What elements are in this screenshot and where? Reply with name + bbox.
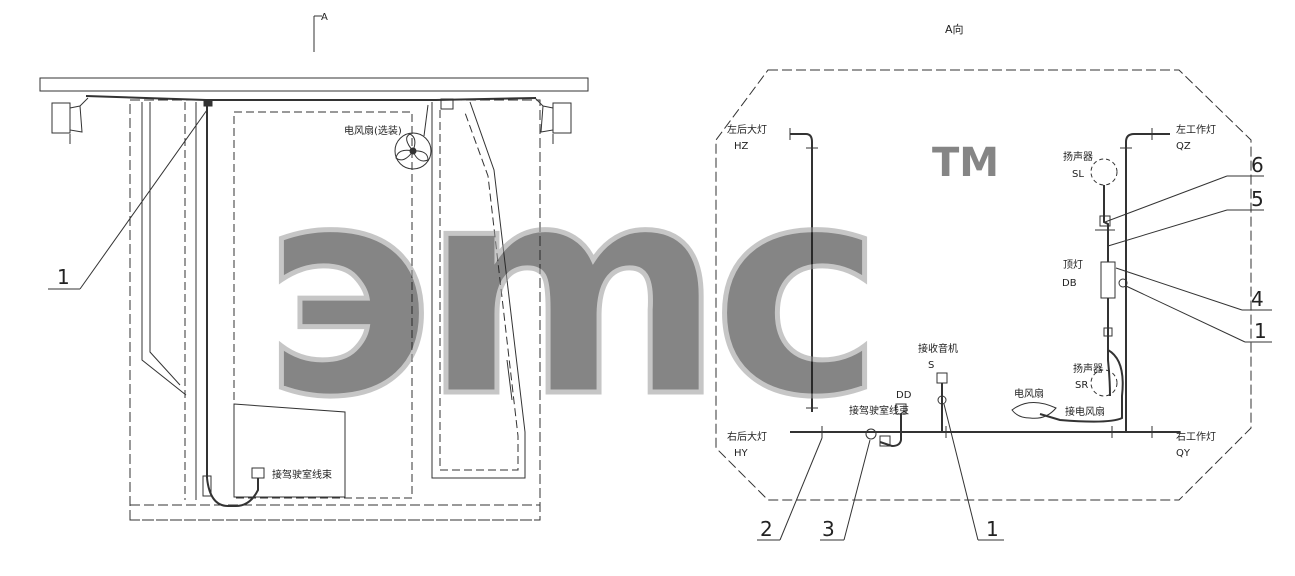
callout-1b-leader bbox=[1125, 285, 1246, 343]
right-door-hidden bbox=[439, 109, 519, 471]
door-handle bbox=[506, 359, 513, 401]
cab-harness-label: 接驾驶室线束 bbox=[849, 404, 909, 417]
callout-1b-label: 1 bbox=[1254, 319, 1267, 343]
speaker-sr-icon bbox=[1090, 369, 1118, 397]
radio-code: S bbox=[928, 360, 934, 371]
speaker-sr-code: SR bbox=[1075, 380, 1088, 391]
fan-label: 电风扇 bbox=[1014, 387, 1044, 400]
roof-outline-hidden bbox=[715, 69, 1252, 501]
callout-6-leader bbox=[1104, 175, 1228, 223]
callout-4-label: 4 bbox=[1251, 287, 1264, 311]
sl-cable bbox=[1103, 185, 1109, 262]
right-rear-lamp-icon bbox=[534, 97, 572, 144]
view-a-title: A向 bbox=[945, 22, 964, 36]
section-marker-label: A bbox=[321, 12, 328, 23]
left-frame bbox=[141, 102, 187, 396]
speaker-sl-label: 扬声器 bbox=[1063, 150, 1093, 163]
callout-3-label: 3 bbox=[822, 517, 835, 541]
callout-5-label: 5 bbox=[1251, 187, 1264, 211]
speaker-sl-code: SL bbox=[1072, 169, 1084, 180]
callout-1c-leader bbox=[943, 403, 979, 541]
dd-code: DD bbox=[896, 390, 912, 401]
left-rear-lamp-code: HZ bbox=[734, 141, 749, 152]
harness-label: 接驾驶室线束 bbox=[272, 468, 332, 481]
cable-connector bbox=[202, 475, 212, 497]
callout-1-label: 1 bbox=[57, 265, 70, 289]
dome-cable bbox=[1107, 298, 1111, 397]
fan-cable bbox=[1039, 349, 1124, 423]
view-a-fan-icon bbox=[1011, 402, 1057, 419]
dd-cable bbox=[879, 414, 902, 448]
harness-cable bbox=[206, 477, 259, 507]
watermark-logo: эmc TM bbox=[260, 122, 1000, 464]
right-rear-lamp-label: 右后大灯 bbox=[727, 430, 767, 443]
callout-1-leader bbox=[79, 109, 208, 290]
door-hidden bbox=[233, 111, 413, 499]
harness-grommet bbox=[865, 428, 877, 440]
callout-1c-label: 1 bbox=[986, 517, 999, 541]
dome-connector bbox=[1103, 327, 1113, 337]
callout-6-label: 6 bbox=[1251, 153, 1264, 177]
callout-3-leader bbox=[843, 439, 871, 541]
sl-connector bbox=[1099, 215, 1111, 227]
fan-icon bbox=[394, 98, 454, 170]
harness-plug bbox=[879, 435, 891, 447]
harness-plug bbox=[251, 467, 265, 479]
callout-5-leader bbox=[1107, 209, 1228, 247]
radio-label: 接收音机 bbox=[918, 342, 958, 355]
dome-lamp-label: 顶灯 bbox=[1063, 259, 1083, 271]
fan-connector-label: 接电风扇 bbox=[1065, 405, 1105, 418]
left-vertical-cable bbox=[790, 133, 813, 412]
left-work-lamp-code: QZ bbox=[1176, 141, 1191, 152]
dome-lamp-code: DB bbox=[1062, 278, 1077, 289]
right-vertical-cable bbox=[1125, 133, 1170, 432]
watermark-text: эmc bbox=[262, 124, 872, 461]
left-rear-lamp-label: 左后大灯 bbox=[727, 123, 767, 136]
speaker-sr-label: 扬声器 bbox=[1073, 362, 1103, 375]
left-rear-lamp-icon bbox=[51, 97, 89, 144]
right-work-lamp-code: QY bbox=[1176, 448, 1191, 459]
right-rear-lamp-code: HY bbox=[734, 448, 749, 459]
seat-box bbox=[233, 403, 346, 498]
radio-grommet bbox=[937, 395, 947, 405]
left-work-lamp-label: 左工作灯 bbox=[1176, 123, 1216, 136]
fan-label: 电风扇(选装) bbox=[344, 124, 402, 137]
roof-cable bbox=[85, 95, 537, 101]
left-frame-inner bbox=[149, 102, 181, 386]
callout-4-leader bbox=[1115, 267, 1243, 311]
watermark-tm: TM bbox=[932, 140, 999, 186]
dome-lamp-grommet bbox=[1118, 278, 1128, 288]
radio-connector bbox=[936, 372, 948, 384]
right-work-lamp-label: 右工作灯 bbox=[1176, 430, 1216, 443]
roof-clip bbox=[203, 99, 213, 107]
dome-lamp-icon bbox=[1100, 261, 1116, 299]
speaker-sl-icon bbox=[1090, 158, 1118, 186]
view-a bbox=[715, 69, 1272, 541]
cab-roof bbox=[39, 77, 589, 92]
right-door bbox=[431, 101, 526, 479]
callout-2-leader bbox=[779, 437, 823, 541]
callout-2-label: 2 bbox=[760, 517, 773, 541]
side-view bbox=[39, 15, 589, 521]
